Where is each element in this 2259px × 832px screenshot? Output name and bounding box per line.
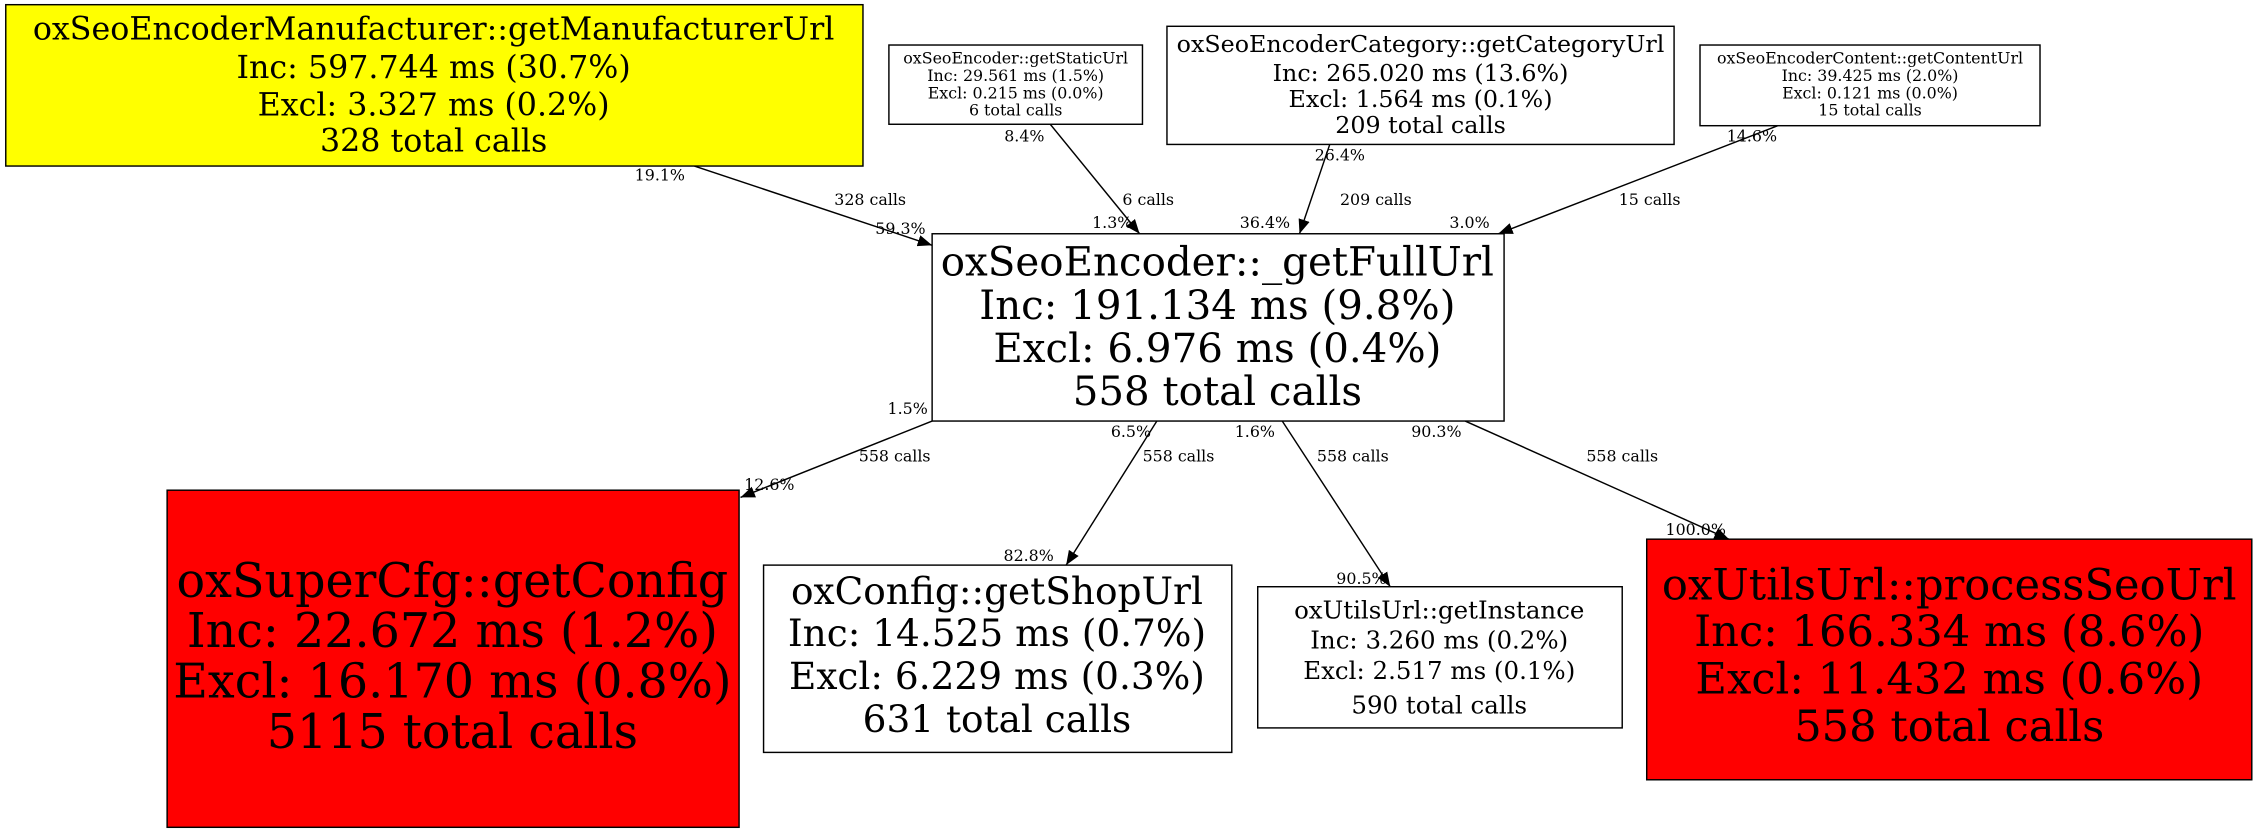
node-calls: 558 total calls xyxy=(1794,702,2104,752)
edge-line xyxy=(1498,125,1779,235)
edge-manufacturer-fullurl: 19.1% 328 calls 59.3% xyxy=(635,165,933,247)
node-calls: 6 total calls xyxy=(969,101,1062,120)
edge-calls-label: 209 calls xyxy=(1340,190,1412,209)
node-title: oxSeoEncoderCategory::getCategoryUrl xyxy=(1177,30,1665,58)
node-calls: 590 total calls xyxy=(1351,691,1527,720)
node-instance[interactable]: oxUtilsUrl::getInstance Inc: 3.260 ms (0… xyxy=(1257,586,1623,729)
node-processseo[interactable]: oxUtilsUrl::processSeoUrl Inc: 166.334 m… xyxy=(1645,538,2253,781)
edge-calls-label: 328 calls xyxy=(834,190,906,209)
edge-calls-label: 558 calls xyxy=(1586,446,1658,465)
edge-head-label: 3.0% xyxy=(1449,213,1489,232)
edge-calls-label: 15 calls xyxy=(1619,190,1681,209)
edge-head-label: 12.6% xyxy=(744,475,794,494)
edge-tail-label: 6.5% xyxy=(1111,422,1151,441)
node-title: oxSeoEncoder::getStaticUrl xyxy=(903,49,1128,68)
node-calls: 631 total calls xyxy=(863,697,1132,741)
edge-calls-label: 558 calls xyxy=(859,446,931,465)
node-content[interactable]: oxSeoEncoderContent::getContentUrl Inc: … xyxy=(1699,44,2041,127)
edge-tail-label: 14.6% xyxy=(1727,127,1777,146)
edge-tail-label: 19.1% xyxy=(635,165,685,184)
node-calls: 5115 total calls xyxy=(267,705,638,760)
node-inc: Inc: 265.020 ms (13.6%) xyxy=(1273,59,1569,87)
node-calls: 328 total calls xyxy=(320,124,547,160)
node-title: oxUtilsUrl::getInstance xyxy=(1294,595,1584,624)
edge-line xyxy=(1298,144,1331,234)
node-box xyxy=(762,564,1233,754)
node-excl: Excl: 0.215 ms (0.0%) xyxy=(928,83,1104,102)
edge-line xyxy=(1065,420,1158,566)
node-shopurl[interactable]: oxConfig::getShopUrl Inc: 14.525 ms (0.7… xyxy=(762,564,1233,754)
node-inc: Inc: 29.561 ms (1.5%) xyxy=(927,66,1104,85)
edge-calls-label: 6 calls xyxy=(1122,190,1174,209)
node-calls: 558 total calls xyxy=(1073,368,1362,415)
edge-head-label: 1.3% xyxy=(1092,213,1132,232)
node-getconfig[interactable]: oxSuperCfg::getConfig Inc: 22.672 ms (1.… xyxy=(166,489,740,829)
edge-tail-label: 1.5% xyxy=(888,399,928,418)
edge-fullurl-getconfig: 1.5% 558 calls 12.6% xyxy=(740,399,933,499)
edge-tail-label: 26.4% xyxy=(1315,145,1365,164)
node-inc: Inc: 597.744 ms (30.7%) xyxy=(236,50,630,86)
node-box xyxy=(1257,586,1623,729)
node-fullurl[interactable]: oxSeoEncoder::_getFullUrl Inc: 191.134 m… xyxy=(931,233,1505,422)
node-inc: Inc: 14.525 ms (0.7%) xyxy=(788,611,1206,655)
node-title: oxConfig::getShopUrl xyxy=(791,569,1203,613)
edge-head-label: 36.4% xyxy=(1240,213,1290,232)
node-box xyxy=(888,44,1144,125)
node-static[interactable]: oxSeoEncoder::getStaticUrl Inc: 29.561 m… xyxy=(888,44,1144,125)
node-box xyxy=(166,489,740,829)
edge-head-label: 82.8% xyxy=(1004,546,1054,565)
node-inc: Inc: 22.672 ms (1.2%) xyxy=(187,604,718,659)
edge-head-label: 100.0% xyxy=(1666,520,1726,539)
node-inc: Inc: 39.425 ms (2.0%) xyxy=(1782,66,1959,85)
node-box xyxy=(1166,25,1675,146)
node-excl: Excl: 16.170 ms (0.8%) xyxy=(173,655,731,710)
edge-tail-label: 1.6% xyxy=(1235,422,1275,441)
node-excl: Excl: 6.229 ms (0.3%) xyxy=(789,654,1205,698)
node-manufacturer[interactable]: oxSeoEncoderManufacturer::getManufacture… xyxy=(5,3,864,167)
node-title: oxSuperCfg::getConfig xyxy=(177,554,729,609)
node-inc: Inc: 3.260 ms (0.2%) xyxy=(1310,626,1568,655)
node-excl: Excl: 11.432 ms (0.6%) xyxy=(1695,654,2203,704)
edge-tail-label: 8.4% xyxy=(1004,127,1044,146)
edge-calls-label: 558 calls xyxy=(1317,446,1389,465)
edge-fullurl-instance: 1.6% 558 calls 90.5% xyxy=(1235,420,1391,588)
edge-content-fullurl: 14.6% 15 calls 3.0% xyxy=(1449,125,1779,235)
node-excl: Excl: 3.327 ms (0.2%) xyxy=(258,88,610,124)
edge-static-fullurl: 8.4% 6 calls 1.3% xyxy=(1004,123,1174,235)
edge-head-label: 90.5% xyxy=(1336,569,1386,588)
node-box xyxy=(931,233,1505,422)
edge-line xyxy=(740,420,933,499)
node-excl: Excl: 6.976 ms (0.4%) xyxy=(993,325,1441,372)
node-excl: Excl: 0.121 ms (0.0%) xyxy=(1782,83,1958,102)
edge-line xyxy=(1049,123,1141,235)
node-box xyxy=(1645,538,2253,781)
edge-line xyxy=(1464,420,1730,540)
node-box xyxy=(1699,44,2041,127)
node-calls: 209 total calls xyxy=(1335,111,1506,139)
node-inc: Inc: 191.134 ms (9.8%) xyxy=(979,282,1455,329)
node-title: oxUtilsUrl::processSeoUrl xyxy=(1662,561,2237,611)
node-excl: Excl: 2.517 ms (0.1%) xyxy=(1303,656,1575,685)
node-box xyxy=(5,3,864,167)
node-category[interactable]: oxSeoEncoderCategory::getCategoryUrl Inc… xyxy=(1166,25,1675,146)
edge-fullurl-shopurl: 6.5% 558 calls 82.8% xyxy=(1004,420,1215,566)
edge-line xyxy=(1281,420,1391,588)
node-title: oxSeoEncoderContent::getContentUrl xyxy=(1717,49,2023,68)
edge-calls-label: 558 calls xyxy=(1143,446,1215,465)
edge-category-fullurl: 26.4% 209 calls 36.4% xyxy=(1240,144,1412,234)
node-inc: Inc: 166.334 ms (8.6%) xyxy=(1694,607,2204,657)
node-title: oxSeoEncoderManufacturer::getManufacture… xyxy=(33,11,835,47)
edge-head-label: 59.3% xyxy=(875,219,925,238)
node-calls: 15 total calls xyxy=(1818,101,1922,120)
node-title: oxSeoEncoder::_getFullUrl xyxy=(941,239,1494,286)
node-excl: Excl: 1.564 ms (0.1%) xyxy=(1289,85,1553,113)
edge-fullurl-processseo: 90.3% 558 calls 100.0% xyxy=(1411,420,1730,540)
edge-tail-label: 90.3% xyxy=(1411,422,1461,441)
edge-line xyxy=(694,165,933,247)
